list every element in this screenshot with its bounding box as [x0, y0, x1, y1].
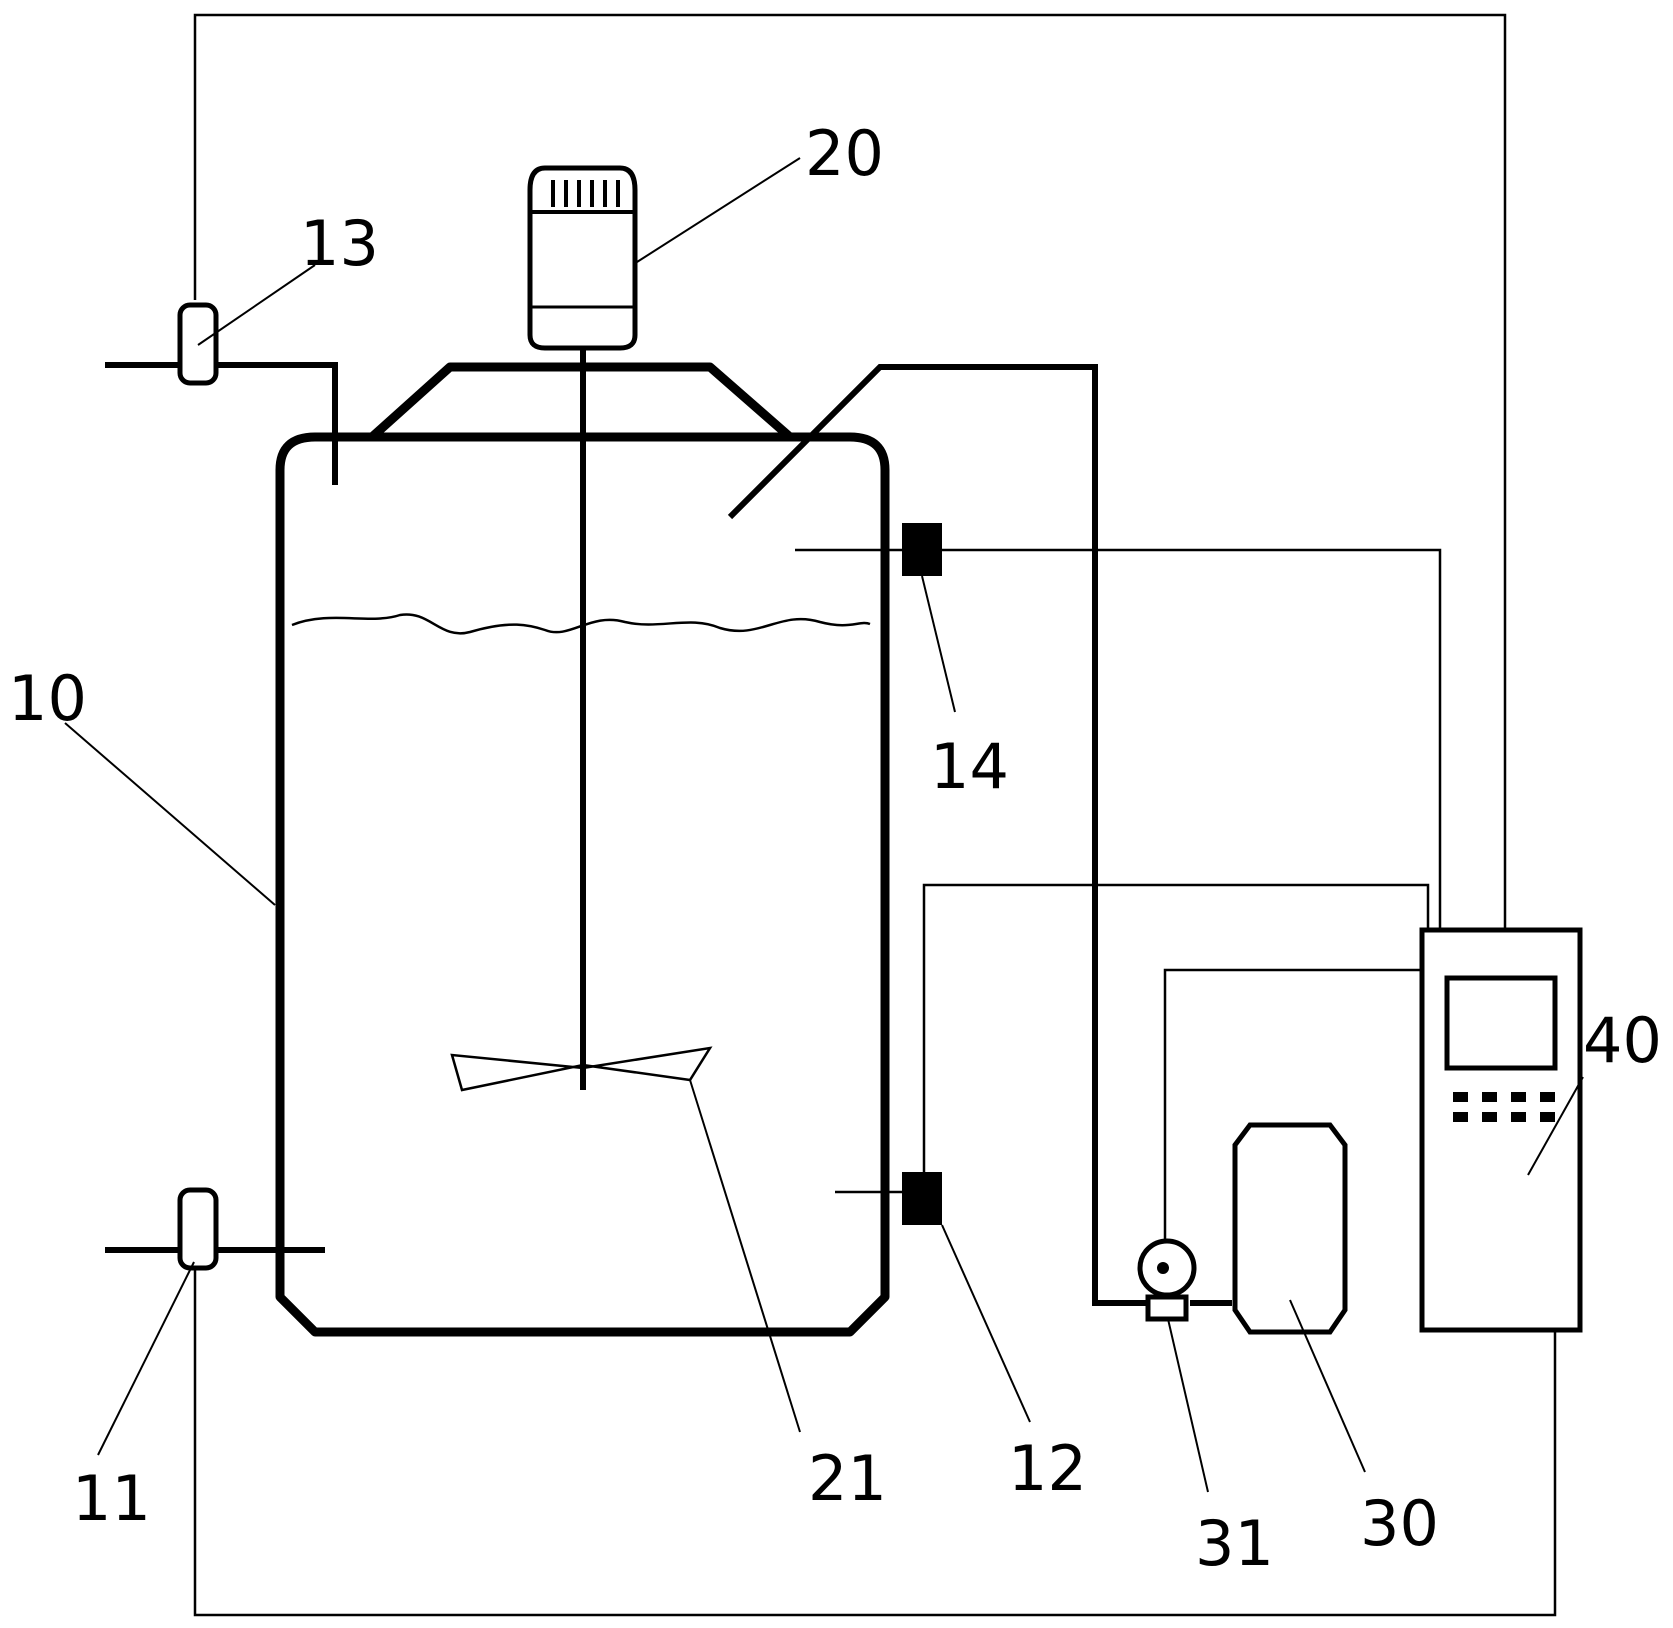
- reference-labels: 10 11 12 13 14 20 21 30 31 40: [8, 117, 1662, 1580]
- top-inlet-pipe: [105, 362, 338, 485]
- wire-valve13-controller: [193, 13, 1507, 930]
- label-controller: 40: [1583, 1004, 1662, 1077]
- label-pump: 31: [1195, 1507, 1274, 1580]
- label-upper-sensor: 14: [930, 730, 1009, 803]
- sensor-12: [902, 1172, 942, 1225]
- label-impeller: 21: [808, 1442, 887, 1515]
- label-lower-sensor: 12: [1008, 1432, 1087, 1505]
- label-top-valve: 13: [300, 207, 379, 280]
- wire-sensor14-controller: [795, 548, 1442, 930]
- pump-31: [1137, 1238, 1197, 1322]
- motor: [527, 165, 638, 351]
- motor-vents: [551, 180, 620, 207]
- wire-pump31-controller: [1163, 968, 1420, 1265]
- dosing-pipe: [727, 364, 1232, 1306]
- sensor-14: [902, 523, 942, 576]
- controller-keys: [1453, 1092, 1555, 1122]
- wire-valve11-controller: [193, 1268, 1557, 1617]
- container-30: [1232, 1122, 1348, 1335]
- controller-40: [1419, 927, 1583, 1333]
- agitator: [450, 348, 713, 1092]
- wiring: [193, 13, 1557, 1617]
- label-motor: 20: [805, 117, 884, 190]
- leader-lines: [64, 157, 1584, 1493]
- label-tank: 10: [8, 662, 87, 735]
- valve-11: [177, 1187, 219, 1271]
- label-bottom-valve: 11: [72, 1462, 151, 1535]
- label-reagent-container: 30: [1360, 1487, 1439, 1560]
